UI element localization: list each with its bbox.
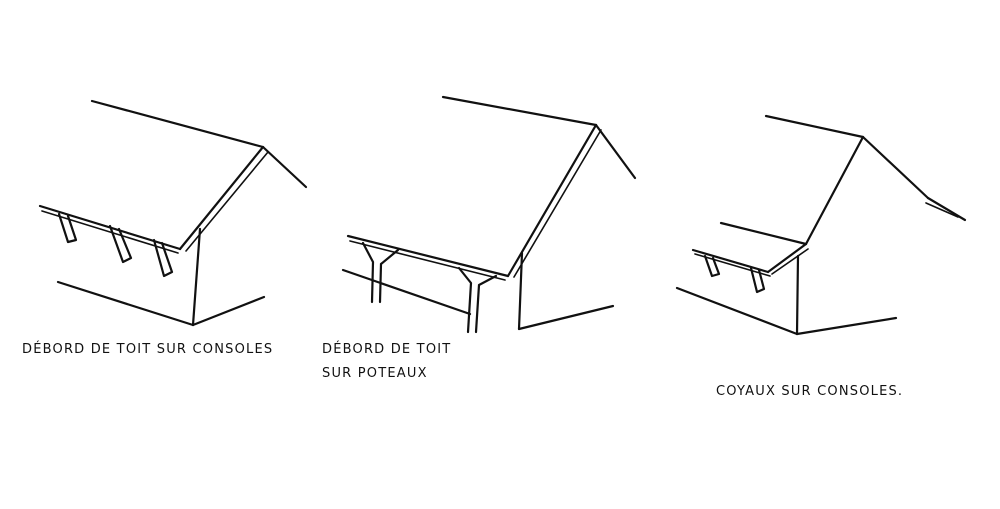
sketch-2-ground-right [517,304,615,331]
sketch-1-gable-right-edge [261,145,308,189]
sketch-3-eave-underside [694,253,771,277]
sketch-3-coyau-kick-right [926,196,967,222]
sketch-3-ground-right [795,316,898,336]
sketch-3-gable-right-edge [861,135,930,200]
caption-sketch-2-line-1: Débord de toit [322,342,452,357]
sketch-2-gable-left-edge [506,123,598,278]
sketch-1-ridge-line [90,99,265,149]
sketch-2-eave-line [346,234,510,278]
sketch-3-wall-corner [795,254,800,336]
sketch-2-gable-right-edge [594,123,637,180]
sketch-2-ground-left [341,268,472,316]
sketch-3-console-1 [703,254,721,278]
sketch-3-coyaux-consoles [675,114,967,336]
sketch-1-console-2 [108,224,133,264]
sketch-1-ground-left [56,280,195,327]
sketch-3-coyau-kick-left [766,242,808,274]
sketch-1-wall-corner [191,227,202,327]
sketch-1-console-3 [152,238,174,278]
sketch-2-gable-left-edge-double [513,129,602,278]
caption-sketch-2-line-2: sur Poteaux [322,366,428,381]
sketch-1-ground-right [191,295,266,327]
sketch-3-eave-line [691,248,770,274]
sketch-1-gable-left-edge [178,145,265,251]
sketch-3-ridge-line [764,114,865,139]
sketch-2-post-2 [457,266,498,334]
sketch-1-eave-underside [41,210,179,254]
sketch-3-ground-left [675,286,799,336]
caption-sketch-3: Coyaux sur consoles. [716,384,904,399]
sketch-2-ridge-line [441,95,598,127]
sketch-2-roof-overhang-posts [341,95,637,334]
sketch-3-coyau-kick-left-double [771,248,809,275]
sketch-2-eave-underside [349,240,506,281]
sketch-2-post-1 [361,241,400,304]
sketch-2-wall-corner [517,251,524,331]
sketch-3-console-2 [749,266,766,294]
sketch-1-gable-left-edge-double [185,151,269,252]
sketch-3-coyau-kick-right-double [925,202,959,218]
sketch-1-roof-overhang-consoles [38,99,308,327]
caption-sketch-1: Débord de toit sur consoles [22,342,274,357]
sketch-3-roof-break-line [719,221,808,246]
sketch-1-console-1 [57,212,78,244]
sketch-3-gable-left-edge [804,135,865,246]
